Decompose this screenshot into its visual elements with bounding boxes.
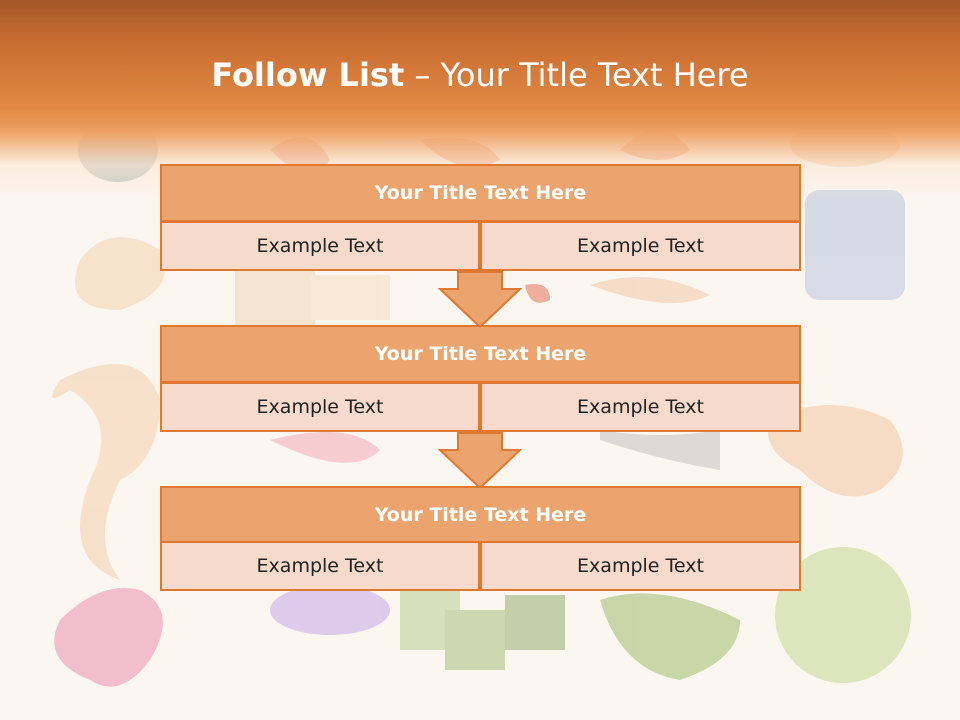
step-1-left-text: Example Text [160,221,480,271]
step-3-left-text: Example Text [160,541,480,591]
step-3-title: Your Title Text Here [160,486,801,544]
step-2-right-text: Example Text [480,382,801,432]
down-arrow-icon [438,432,522,490]
step-1-right-text: Example Text [480,221,801,271]
slide-title-strong: Follow List [211,56,405,94]
step-1-title: Your Title Text Here [160,164,801,222]
step-2-left-text: Example Text [160,382,480,432]
step-2-title: Your Title Text Here [160,325,801,383]
slide-title: Follow List – Your Title Text Here [0,56,960,94]
down-arrow-icon [438,271,522,329]
slide-title-rest: – Your Title Text Here [404,56,749,94]
step-3-right-text: Example Text [480,541,801,591]
